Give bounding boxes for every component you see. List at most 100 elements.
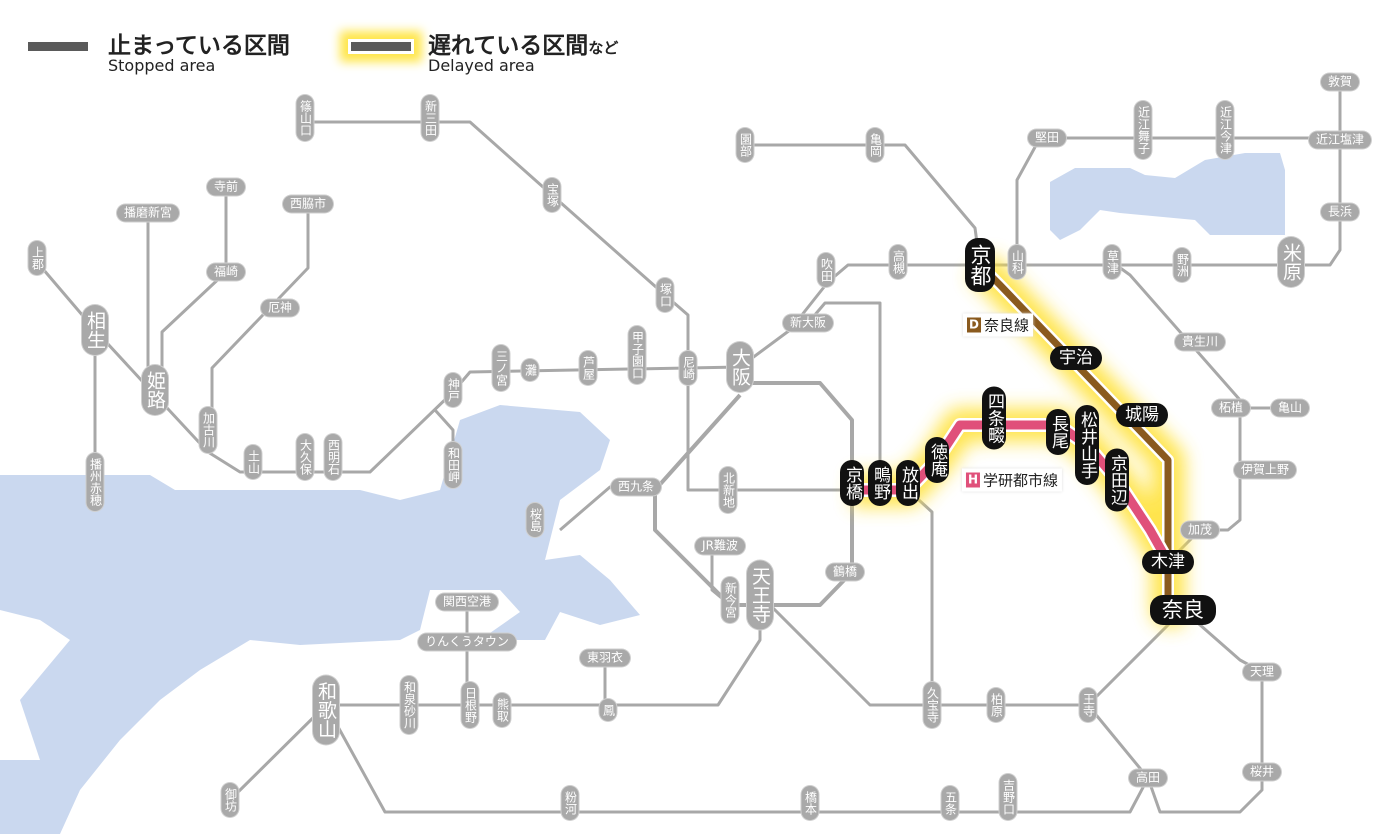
station-suita[interactable]: 吹田	[817, 253, 835, 287]
station-aioi[interactable]: 相生	[82, 305, 108, 355]
station-hanaten[interactable]: 放出	[896, 460, 920, 506]
station-tokuan[interactable]: 徳庵	[925, 437, 949, 483]
station-kyobashi[interactable]: 京橋	[840, 460, 864, 506]
station-kansaiairport[interactable]: 関西空港	[435, 593, 499, 611]
station-shijonawate[interactable]: 四条畷	[982, 386, 1006, 450]
station-teramae[interactable]: 寺前	[206, 178, 246, 196]
station-kamo[interactable]: 加茂	[1180, 521, 1220, 539]
station-kusatsu[interactable]: 草津	[1103, 245, 1121, 279]
station-yasu[interactable]: 野洲	[1173, 248, 1191, 282]
station-otori[interactable]: 鳳	[599, 699, 617, 721]
station-nishiwakishi[interactable]: 西脇市	[282, 195, 334, 213]
station-tsuruhashi[interactable]: 鶴橋	[825, 563, 865, 581]
station-omiimazu[interactable]: 近江今津	[1216, 101, 1234, 159]
station-shinimamiya[interactable]: 新今宮	[721, 577, 739, 623]
legend-stopped-en: Stopped area	[108, 56, 216, 75]
station-himeji[interactable]: 姫路	[142, 365, 168, 415]
station-koshienguchi[interactable]: 甲子園口	[628, 326, 646, 384]
legend-delayed-jp: 遅れている区間など	[428, 26, 618, 60]
station-nagao[interactable]: 長尾	[1046, 409, 1070, 455]
station-nishikujo[interactable]: 西九条	[610, 478, 662, 496]
station-tsuge[interactable]: 柘植	[1211, 399, 1251, 417]
station-shinosaka[interactable]: 新大阪	[782, 314, 834, 332]
station-yoshinoguchi[interactable]: 吉野口	[999, 774, 1017, 820]
station-sakurajima[interactable]: 桜島	[526, 503, 544, 537]
station-katata[interactable]: 堅田	[1027, 129, 1067, 147]
station-takatsuki[interactable]: 高槻	[889, 245, 907, 279]
legend-delayed-en: Delayed area	[428, 56, 535, 75]
station-kitashinchi[interactable]: 北新地	[719, 467, 737, 513]
station-harimashingu[interactable]: 播磨新宮	[116, 204, 180, 222]
nara-line-badge: D	[967, 317, 981, 333]
station-tsuruga[interactable]: 敦賀	[1320, 73, 1360, 91]
station-rinkutown[interactable]: りんくうタウン	[418, 633, 516, 651]
station-kameyama[interactable]: 亀山	[1270, 399, 1310, 417]
station-izumisunagawa[interactable]: 和泉砂川	[400, 676, 418, 734]
station-kyuhoji[interactable]: 久宝寺	[923, 682, 941, 728]
station-shinsanda[interactable]: 新三田	[421, 95, 439, 141]
station-maibara[interactable]: 米原	[1278, 237, 1304, 287]
station-gojo[interactable]: 五条	[941, 786, 959, 820]
station-omishiotsu[interactable]: 近江塩津	[1308, 131, 1372, 149]
oji-takada	[1086, 704, 1150, 779]
station-kumatori[interactable]: 熊取	[493, 693, 511, 727]
station-fukusaki[interactable]: 福崎	[206, 263, 246, 281]
station-kyoto[interactable]: 京都	[965, 238, 995, 292]
station-okubo[interactable]: 大久保	[296, 434, 314, 480]
station-kamigori[interactable]: 上郡	[28, 241, 46, 275]
station-omimaiko[interactable]: 近江舞子	[1134, 101, 1152, 159]
station-sasayamaguchi[interactable]: 篠山口	[296, 95, 314, 141]
station-wadamisaki[interactable]: 和田岬	[444, 442, 462, 488]
station-matsuiyamate[interactable]: 松井山手	[1075, 405, 1099, 485]
station-kibukawa[interactable]: 貴生川	[1174, 333, 1226, 351]
station-kizu[interactable]: 木津	[1142, 550, 1194, 574]
station-yakujin[interactable]: 厄神	[260, 299, 300, 317]
legend-stopped-jp: 止まっている区間	[108, 33, 290, 59]
kisei-line	[228, 703, 328, 802]
station-hineno[interactable]: 日根野	[461, 682, 479, 728]
station-kakogawa[interactable]: 加古川	[199, 407, 217, 453]
water	[0, 153, 1285, 834]
station-shigino[interactable]: 鴫野	[868, 460, 892, 506]
station-kyotanabe[interactable]: 京田辺	[1105, 448, 1129, 512]
station-tennoji[interactable]: 天王寺	[747, 560, 773, 630]
station-osaka[interactable]: 大阪	[727, 342, 753, 392]
station-kashiwara[interactable]: 柏原	[987, 688, 1005, 722]
gakken-line-badge: H	[965, 472, 981, 488]
station-kobe[interactable]: 神戸	[444, 373, 462, 407]
station-higashihagoromo[interactable]: 東羽衣	[579, 649, 631, 667]
line-label-gakken[interactable]: H 学研都市線	[961, 468, 1063, 492]
station-sonobe[interactable]: 園部	[736, 128, 754, 162]
lake-biwa	[1050, 153, 1285, 240]
station-amagasaki[interactable]: 尼崎	[679, 351, 697, 385]
station-tenri[interactable]: 天理	[1242, 663, 1282, 681]
station-wakayama[interactable]: 和歌山	[313, 675, 339, 745]
station-kokawa[interactable]: 粉河	[561, 786, 579, 820]
stopped-swatch	[28, 42, 88, 51]
station-kameoka[interactable]: 亀岡	[866, 128, 884, 162]
station-hashimoto[interactable]: 橋本	[801, 786, 819, 820]
osaka-higashi-south	[906, 488, 934, 705]
station-nagahama[interactable]: 長浜	[1320, 203, 1360, 221]
station-yamashina[interactable]: 山科	[1008, 245, 1026, 279]
station-ashiya[interactable]: 芦屋	[579, 351, 597, 385]
station-tsukaguchi[interactable]: 塚口	[656, 278, 674, 312]
station-sannomiya[interactable]: 三ノ宮	[492, 345, 510, 391]
station-takarazuka[interactable]: 宝塚	[543, 178, 561, 212]
line-label-nara[interactable]: D 奈良線	[963, 313, 1033, 337]
station-nara[interactable]: 奈良	[1150, 595, 1216, 625]
station-gobo[interactable]: 御坊	[221, 783, 239, 817]
station-uji[interactable]: 宇治	[1050, 346, 1102, 370]
station-oji[interactable]: 王寺	[1079, 688, 1097, 722]
station-sakurai[interactable]: 桜井	[1242, 763, 1282, 781]
station-nishiakashi[interactable]: 西明石	[324, 434, 342, 480]
osaka-loop	[653, 381, 854, 607]
station-tsuchiyama[interactable]: 土山	[244, 445, 262, 479]
station-banshuako[interactable]: 播州赤穂	[86, 453, 104, 511]
station-igaueno[interactable]: 伊賀上野	[1233, 461, 1297, 479]
station-joyo[interactable]: 城陽	[1116, 403, 1168, 427]
osaka-bay	[0, 405, 640, 834]
station-nada[interactable]: 灘	[521, 359, 539, 381]
station-takada[interactable]: 高田	[1128, 769, 1168, 787]
station-jrnamba[interactable]: JR難波	[695, 537, 745, 555]
